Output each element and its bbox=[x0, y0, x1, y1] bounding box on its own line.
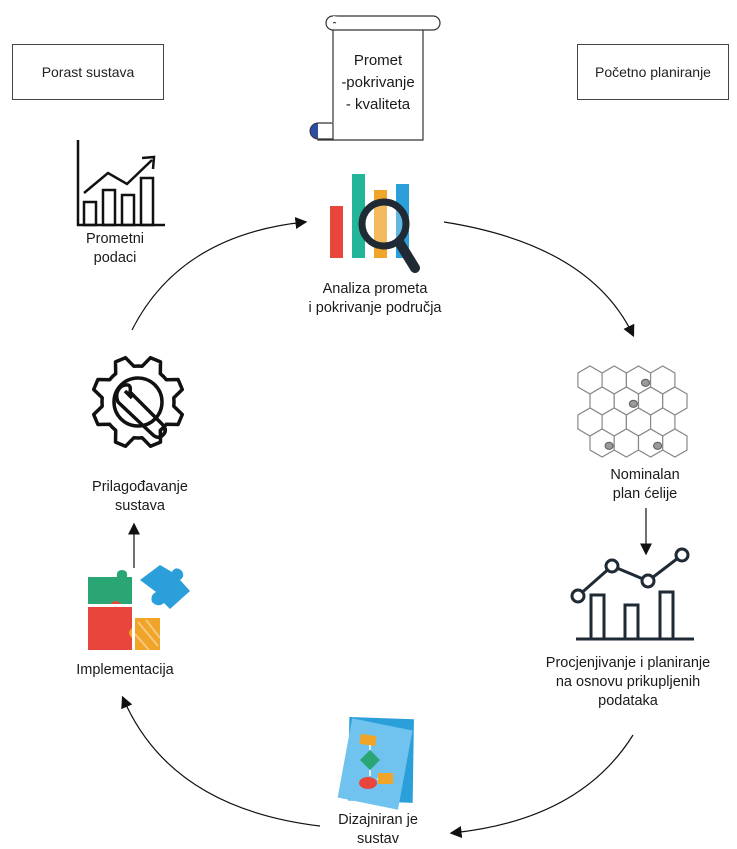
scroll-text: Promet -pokrivanje - kvaliteta bbox=[333, 50, 423, 116]
scroll-line-2: -pokrivanje bbox=[341, 74, 415, 91]
label-assessment: Procjenjivanje i planiranje na osnovu pr… bbox=[525, 654, 731, 711]
cell-site-dot bbox=[604, 441, 614, 450]
bar-chart-growth-icon bbox=[76, 140, 165, 227]
scroll-line-3: - kvaliteta bbox=[345, 96, 411, 113]
box-initial-planning: Početno planiranje bbox=[577, 44, 729, 100]
arrow-to-analysis bbox=[131, 217, 308, 331]
label-assessment-line2: na osnovu prikupljenih bbox=[555, 674, 701, 690]
arrow-to-designed bbox=[449, 734, 634, 838]
label-adaptation: Prilagođavanje sustava bbox=[65, 478, 215, 516]
flowchart-document-icon bbox=[337, 716, 414, 810]
label-adaptation-line2: sustava bbox=[115, 498, 165, 514]
box-system-growth-label: Porast sustava bbox=[41, 64, 135, 80]
box-initial-planning-label: Početno planiranje bbox=[595, 64, 711, 80]
label-assessment-line3: podataka bbox=[598, 693, 658, 709]
cell-site-dot bbox=[628, 399, 639, 408]
label-cell-plan: Nominalan plan ćelije bbox=[580, 466, 710, 504]
puzzle-pieces-icon bbox=[88, 565, 190, 651]
scroll-icon bbox=[309, 15, 441, 141]
label-analysis-line2: i pokrivanje područja bbox=[308, 300, 442, 316]
label-implementation-line1: Implementacija bbox=[76, 662, 174, 678]
label-assessment-line1: Procjenjivanje i planiranje bbox=[545, 655, 711, 671]
label-implementation: Implementacija bbox=[50, 661, 200, 680]
label-analysis: Analiza prometa i pokrivanje područja bbox=[285, 280, 465, 318]
label-traffic-data: Prometni podaci bbox=[60, 230, 170, 268]
box-system-growth: Porast sustava bbox=[12, 44, 164, 100]
label-cell-plan-line1: Nominalan bbox=[610, 467, 680, 483]
cell-site-dot bbox=[652, 441, 663, 450]
label-traffic-data-line2: podaci bbox=[93, 250, 137, 266]
label-adaptation-line1: Prilagođavanje bbox=[92, 479, 188, 495]
label-designed-line1: Dizajniran je bbox=[338, 812, 418, 828]
arrow-to-cell-plan bbox=[443, 221, 635, 338]
label-analysis-line1: Analiza prometa bbox=[322, 281, 428, 297]
label-designed: Dizajniran je sustav bbox=[318, 811, 438, 849]
label-cell-plan-line2: plan ćelije bbox=[612, 486, 678, 502]
line-bar-chart-icon bbox=[570, 547, 694, 641]
gear-wrench-icon bbox=[91, 355, 185, 449]
label-traffic-data-line1: Prometni bbox=[85, 231, 145, 247]
label-designed-line2: sustav bbox=[357, 831, 399, 847]
magnifier-bar-chart-icon bbox=[330, 174, 420, 273]
hexagon-grid-icon bbox=[577, 365, 688, 458]
scroll-line-1: Promet bbox=[353, 52, 403, 69]
arrow-to-implementation bbox=[121, 695, 321, 827]
cell-site-dot bbox=[640, 378, 651, 387]
